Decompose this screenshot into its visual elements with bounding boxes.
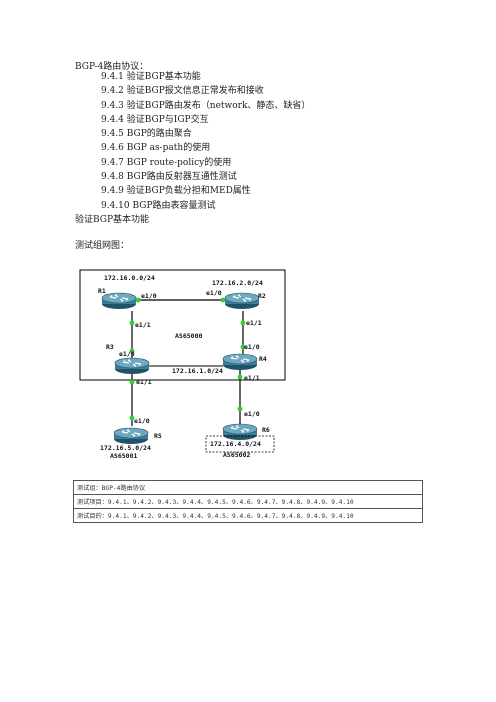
- toc-item: 9.4.8 BGP路由反射器互通性测试: [101, 172, 237, 183]
- port-label-r2-e11: e1/1: [246, 319, 262, 327]
- toc-item: 9.4.7 BGP route-policy的使用: [101, 157, 232, 168]
- port-label-r4-e11: e1/1: [244, 374, 260, 382]
- port-label-r2-e10: e1/0: [206, 289, 222, 297]
- toc-item: 9.4.5 BGP的路由聚合: [101, 129, 192, 140]
- net-label-r2: 172.16.2.0/24: [212, 279, 263, 287]
- router-label-r4: R4: [259, 355, 267, 363]
- table-cell: 测试目的：9.4.1、9.4.2、9.4.3、9.4.4、9.4.5、9.4.6…: [73, 508, 423, 523]
- router-label-r3: R3: [106, 343, 114, 351]
- table-row: 测试目的：9.4.1、9.4.2、9.4.3、9.4.4、9.4.5、9.4.6…: [73, 508, 423, 523]
- router-r6: [222, 423, 258, 441]
- router-r2: [224, 292, 260, 310]
- table-row: 测试项目：9.4.1、9.4.2、9.4.3、9.4.4、9.4.5、9.4.6…: [73, 494, 423, 509]
- net-label-r6: 172.16.4.0/24: [210, 440, 261, 448]
- net-label-r1: 172.16.0.0/24: [104, 274, 155, 282]
- port-label-r6-e10: e1/0: [244, 410, 260, 418]
- router-r4: [222, 353, 258, 371]
- router-r5: [113, 427, 149, 445]
- diagram-caption: 测试组网图：: [75, 241, 130, 251]
- toc-item: 9.4.10 BGP路由表容量测试: [101, 200, 216, 211]
- toc-item: 9.4.9 验证BGP负载分担和MED属性: [101, 186, 251, 197]
- net-label-r5: 172.16.5.0/24: [100, 444, 151, 452]
- toc-item: 9.4.2 验证BGP报文信息正常发布和接收: [101, 86, 264, 97]
- toc-item: 9.4.4 验证BGP与IGP交互: [101, 114, 209, 125]
- router-label-r1: R1: [98, 287, 106, 295]
- as-label-main: AS65000: [175, 332, 202, 340]
- toc-list: 9.4.1 验证BGP基本功能 9.4.2 验证BGP报文信息正常发布和接收 9…: [101, 70, 310, 213]
- table-row: 测试组：BGP-4路由协议: [73, 480, 423, 495]
- toc-item: 9.4.3 验证BGP路由发布（network、静态、缺省）: [101, 100, 311, 111]
- router-label-r2: R2: [258, 292, 266, 300]
- as-label-r6: AS65002: [223, 451, 250, 459]
- toc-item: 9.4.1 验证BGP基本功能: [101, 72, 201, 82]
- table-cell: 测试项目：9.4.1、9.4.2、9.4.3、9.4.4、9.4.5、9.4.6…: [73, 494, 423, 509]
- section-heading: 验证BGP基本功能: [75, 215, 150, 225]
- router-label-r5: R5: [154, 432, 162, 440]
- router-r3: [114, 357, 150, 375]
- port-label-r1-e11: e1/1: [135, 321, 151, 329]
- test-info-table: 测试组：BGP-4路由协议 测试项目：9.4.1、9.4.2、9.4.3、9.4…: [73, 480, 423, 523]
- as-label-r5: AS65001: [110, 452, 137, 460]
- doc-title: BGP-4路由协议：: [75, 62, 149, 72]
- table-cell: 测试组：BGP-4路由协议: [73, 480, 423, 495]
- port-label-r3-e11: e1/1: [136, 378, 152, 386]
- port-label-r3-e10: e1/0: [119, 350, 135, 358]
- router-r1: [101, 292, 137, 310]
- port-dots: [129, 297, 246, 421]
- toc-item: 9.4.6 BGP as-path的使用: [101, 143, 211, 154]
- port-label-r1-e10: e1/0: [141, 292, 157, 300]
- router-label-r6: R6: [262, 426, 270, 434]
- port-label-r5-e10: e1/0: [134, 417, 150, 425]
- as65000-boundary: [79, 269, 286, 381]
- net-label-mid: 172.16.1.0/24: [172, 367, 223, 375]
- port-label-r4-e10: e1/0: [244, 343, 260, 351]
- network-topology-diagram: 172.16.0.0/24 172.16.2.0/24 R1 R2 e1/0 e…: [79, 269, 286, 460]
